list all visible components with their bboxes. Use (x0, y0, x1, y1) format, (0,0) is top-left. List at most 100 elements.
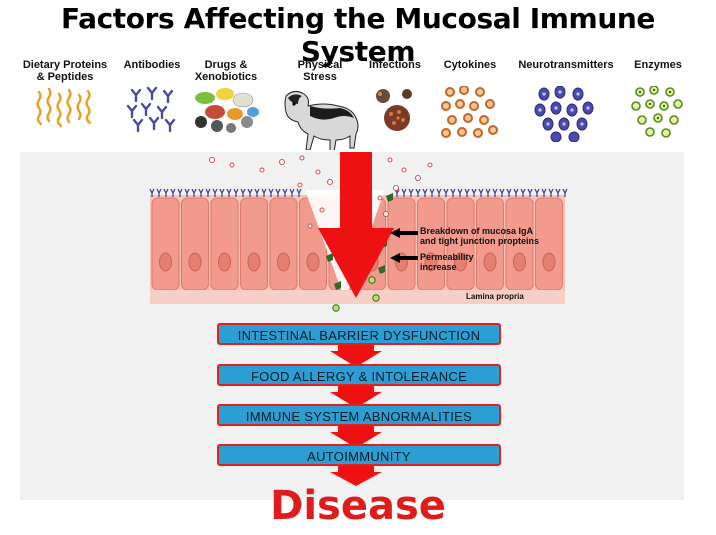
stage-intestinal-barrier-dysfunction: INTESTINAL BARRIER DYSFUNCTION (217, 323, 501, 345)
cell-nucleus (247, 252, 261, 272)
iga-molecule (485, 188, 491, 197)
factor-dietary-proteins: Dietary Proteins & Peptides (18, 59, 112, 134)
iga-molecule (443, 188, 449, 197)
iga-molecule (429, 188, 435, 197)
stressed-dog-icon (284, 90, 359, 150)
microbe-icon (376, 89, 412, 131)
peptide-chains-icon (36, 87, 92, 128)
stage-connector-arrows (330, 345, 382, 486)
iga-molecule (191, 188, 197, 197)
note-permeability-line1: Permeability (420, 252, 474, 262)
note-permeability-line2: increase (420, 262, 457, 272)
iga-molecule (233, 188, 239, 197)
epithelial-cell (181, 197, 209, 291)
particle (315, 169, 321, 175)
iga-molecule (198, 188, 204, 197)
iga-molecule (401, 188, 407, 197)
factor-physical-stress: Physical Stress (280, 59, 360, 150)
cell-nucleus (277, 252, 290, 272)
iga-molecule (513, 188, 519, 197)
factor-label-line1: Dietary Proteins (22, 59, 108, 71)
epithelial-cell (240, 197, 268, 291)
note-lamina-propria: Lamina propria (466, 292, 524, 301)
iga-molecule (184, 188, 190, 197)
iga-molecule (240, 188, 246, 197)
iga-molecule (219, 188, 225, 197)
factor-neurotransmitters: Neurotransmitters (512, 59, 620, 142)
iga-molecule (149, 188, 155, 197)
iga-molecule (506, 188, 512, 197)
antibody-icon (126, 86, 176, 133)
note-breakdown-line2: and tight junction propteins (420, 236, 539, 246)
note-breakdown: Breakdown of mucosa IgA and tight juncti… (420, 226, 539, 246)
tight-junction-fragment (386, 193, 393, 202)
particle (319, 207, 325, 213)
iga-molecule (261, 188, 267, 197)
iga-molecule (282, 188, 288, 197)
particle (229, 162, 235, 168)
cell-nucleus (306, 252, 320, 272)
iga-fringe (149, 188, 568, 197)
particle (279, 159, 285, 165)
cytokine-dots-icon (441, 86, 498, 138)
iga-molecule (541, 188, 547, 197)
particle (297, 182, 303, 188)
factor-antibodies: Antibodies (118, 59, 186, 134)
tight-junction-fragment (326, 253, 333, 262)
cell-nucleus (218, 252, 231, 272)
iga-molecule (436, 188, 442, 197)
cell-nucleus (513, 252, 526, 272)
iga-molecule (226, 188, 232, 197)
note-breakdown-line1: Breakdown of mucosa IgA (420, 226, 534, 236)
particle (209, 157, 215, 163)
factor-label-line1: Infections (369, 59, 421, 71)
pills-icon (195, 88, 259, 133)
epithelial-cell-band (150, 190, 565, 304)
cell-nucleus (424, 252, 438, 272)
factor-enzymes: Enzymes (628, 59, 688, 138)
iga-molecule (464, 188, 470, 197)
factor-label-line1: Antibodies (123, 59, 181, 71)
neurotransmitter-icon (534, 86, 594, 142)
particle (383, 211, 389, 217)
iga-molecule (156, 188, 162, 197)
factor-label-line2: & Peptides (36, 71, 94, 83)
iga-molecule (478, 188, 484, 197)
epithelial-cell (210, 197, 239, 291)
factor-label-line2: Stress (303, 71, 337, 83)
iga-molecule (499, 188, 505, 197)
iga-molecule (527, 188, 533, 197)
factor-infections: Infections (364, 59, 426, 134)
iga-molecule (296, 188, 302, 197)
factor-label-line1: Cytokines (443, 59, 497, 71)
iga-molecule (422, 188, 428, 197)
factor-drugs-xenobiotics: Drugs & Xenobiotics (188, 59, 264, 134)
factor-label-line2: Xenobiotics (194, 71, 258, 83)
epithelial-cell (387, 197, 416, 291)
iga-molecule (289, 188, 295, 197)
stage-immune-abnormalities: IMMUNE SYSTEM ABNORMALITIES (217, 404, 501, 426)
note-arrows (390, 228, 418, 263)
iga-molecule (471, 188, 477, 197)
particle (427, 162, 433, 168)
factor-label-line1: Physical (297, 59, 343, 71)
factor-label-line1: Enzymes (634, 59, 682, 71)
epithelial-cell (151, 197, 180, 291)
particle (393, 185, 399, 191)
iga-molecule (254, 188, 260, 197)
iga-molecule (534, 188, 540, 197)
cell-nucleus (188, 252, 202, 272)
iga-molecule (170, 188, 176, 197)
particle (387, 157, 393, 163)
iga-molecule (205, 188, 211, 197)
iga-molecule (492, 188, 498, 197)
outcome-disease: Disease (270, 483, 446, 529)
factor-cytokines: Cytokines (438, 59, 502, 138)
main-red-arrow (318, 152, 394, 298)
iga-molecule (520, 188, 526, 197)
cell-nucleus (159, 252, 172, 272)
iga-molecule (408, 188, 414, 197)
iga-molecule (275, 188, 281, 197)
iga-molecule (212, 188, 218, 197)
particle (307, 223, 313, 229)
